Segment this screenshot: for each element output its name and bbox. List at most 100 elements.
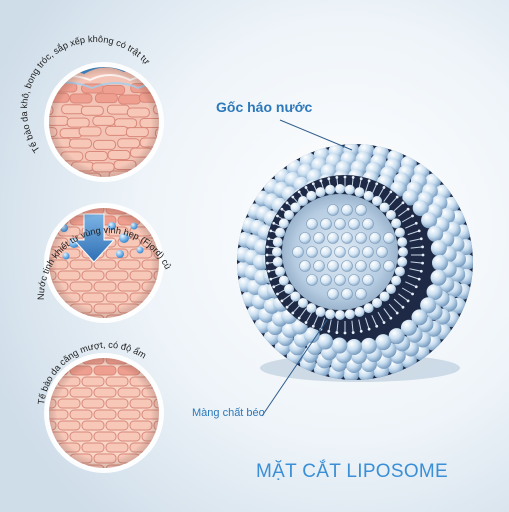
inner-lipid-head xyxy=(335,184,345,194)
inner-lipid-head xyxy=(284,284,295,295)
lipid-tail-end xyxy=(269,277,273,281)
inner-lipid-head xyxy=(363,303,374,314)
inner-lipid-head xyxy=(391,218,402,229)
lipid-head xyxy=(426,283,443,300)
inner-lipid-head xyxy=(354,306,365,317)
lipid-head xyxy=(412,200,429,217)
lipid-head xyxy=(317,333,334,350)
lipid-tail-end xyxy=(359,329,363,333)
inner-lipid-head xyxy=(284,209,295,220)
lipid-tail-end xyxy=(401,305,405,309)
lipid-tail-end xyxy=(395,195,399,199)
lipid-tail-end xyxy=(375,182,379,186)
lipid-tail xyxy=(358,319,362,332)
lipid-tail-end xyxy=(266,245,269,249)
lipid-tail xyxy=(398,208,409,217)
lipid-tail-end xyxy=(327,177,331,181)
lipid-head xyxy=(331,337,348,354)
lipid-tail-end xyxy=(421,245,424,249)
core-bubble xyxy=(355,260,367,272)
lipid-tail-end xyxy=(367,179,371,183)
lipid-tail-end xyxy=(406,299,410,303)
lipid-tail-end xyxy=(411,214,414,218)
lipid-tail-end xyxy=(414,221,418,225)
lipid-head xyxy=(360,337,377,354)
lipid-head xyxy=(402,189,419,206)
lipid-head xyxy=(420,297,437,314)
inner-lipid-head xyxy=(385,209,396,220)
lipid-tail-end xyxy=(395,311,399,315)
lipid-tail-end xyxy=(272,285,276,289)
lipid-tail-end xyxy=(297,316,301,320)
lipid-head xyxy=(431,254,448,271)
lipid-head xyxy=(411,309,428,326)
lipid-tail xyxy=(364,180,370,193)
lipid-tail-end xyxy=(269,229,273,233)
inner-lipid-head xyxy=(325,309,336,320)
core-bubble xyxy=(369,260,381,272)
inner-lipid-head xyxy=(278,275,289,286)
lipid-tail xyxy=(305,311,313,323)
core-bubble xyxy=(362,246,374,258)
core-bubbles xyxy=(292,204,395,300)
lipid-tail xyxy=(281,293,292,302)
core-bubble xyxy=(348,218,360,230)
lipid-tail xyxy=(351,320,354,333)
inner-lipid-head xyxy=(275,227,286,238)
lipid-tail xyxy=(410,246,423,249)
lipid-tail xyxy=(401,287,413,295)
lipid-tail-end xyxy=(411,292,414,296)
lipid-tail-end xyxy=(272,221,276,225)
lipid-tail-end xyxy=(280,207,284,211)
inner-lipid-head xyxy=(398,247,408,257)
inner-lipid-head xyxy=(391,275,402,286)
inner-lipid-head xyxy=(290,202,301,213)
core-bubble xyxy=(355,288,367,300)
lipid-head xyxy=(400,319,417,336)
lipid-tail xyxy=(407,230,420,236)
inner-lipid-head xyxy=(385,284,396,295)
lipid-tail-end xyxy=(417,277,421,281)
inner-lipid-head xyxy=(325,184,336,195)
core-bubble xyxy=(299,232,311,244)
lipid-tail-end xyxy=(276,214,279,218)
inner-lipid-head xyxy=(354,187,365,198)
core-bubble xyxy=(341,288,353,300)
core-bubble xyxy=(355,204,367,216)
core-bubble xyxy=(355,232,367,244)
lipid-tail-end xyxy=(291,195,295,199)
inner-lipid-head xyxy=(344,184,355,195)
lipid-tail-end xyxy=(335,331,339,334)
core-bubble xyxy=(306,274,318,286)
lipid-tail xyxy=(398,293,409,302)
core-bubble xyxy=(362,274,374,286)
lipid-tail xyxy=(383,308,392,319)
inner-lipid-head xyxy=(335,310,345,320)
core-bubble xyxy=(313,260,325,272)
lipid-tail-end xyxy=(311,182,315,186)
core-bubble xyxy=(292,246,304,258)
diagram-title: MẶT CẮT LIPOSOME xyxy=(256,461,449,482)
core-bubble xyxy=(334,218,346,230)
inner-lipid-head xyxy=(290,291,301,302)
lipid-tail-end xyxy=(375,324,379,328)
core-bubble xyxy=(306,246,318,258)
core-bubble xyxy=(383,232,395,244)
lipid-tail xyxy=(364,317,370,330)
lipid-tail xyxy=(407,274,420,280)
inner-lipid-head xyxy=(363,190,374,201)
lipid-head xyxy=(430,269,447,286)
lipid-tail xyxy=(409,268,422,272)
liposome xyxy=(237,144,473,382)
lipid-tail xyxy=(405,222,417,229)
membrane-pointer xyxy=(261,319,328,417)
lipid-tail-end xyxy=(382,186,386,189)
inner-lipid-head xyxy=(397,237,408,248)
lipid-tail-end xyxy=(351,176,355,179)
core-bubble xyxy=(320,246,332,258)
core-bubble xyxy=(320,218,332,230)
lipid-tail xyxy=(388,303,398,314)
lipid-tail xyxy=(371,183,378,195)
inner-lipid-head xyxy=(394,227,405,238)
